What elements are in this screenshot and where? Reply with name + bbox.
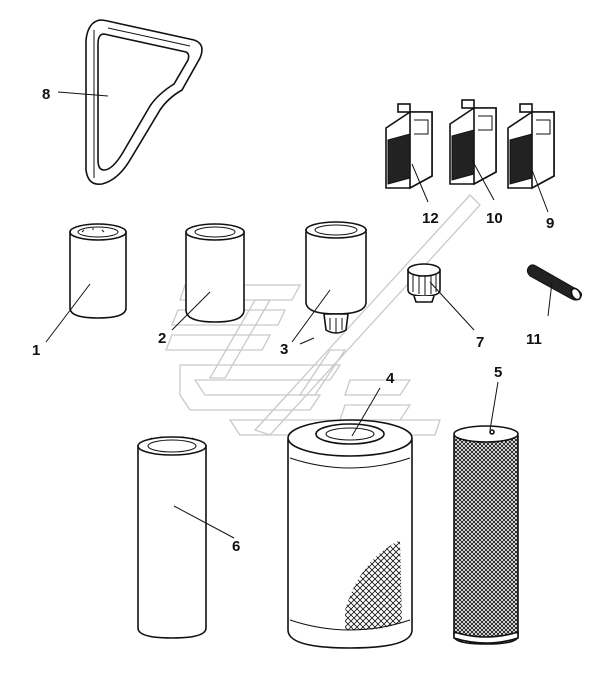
part-canister-12 [385, 103, 433, 190]
part-filter-6 [137, 436, 207, 639]
callout-7: 7 [476, 334, 484, 351]
callout-10: 10 [486, 210, 503, 227]
part-canister-10 [449, 99, 497, 186]
part-belt [85, 19, 203, 186]
callout-5: 5 [494, 364, 502, 381]
part-air-filter [287, 419, 413, 649]
leader-lines [45, 91, 553, 539]
part-plug [407, 263, 441, 303]
part-pin [526, 264, 583, 301]
callout-6: 6 [232, 538, 240, 555]
callouts: 8 1 2 3 4 5 6 7 9 10 11 12 [32, 86, 554, 555]
callout-12: 12 [422, 210, 439, 227]
callout-4: 4 [386, 370, 395, 387]
part-safety-filter [453, 425, 519, 645]
part-canister-9 [507, 103, 555, 190]
watermark-logo [165, 194, 481, 436]
part-filter-3 [305, 221, 367, 334]
callout-1: 1 [32, 342, 40, 359]
callout-8: 8 [42, 86, 50, 103]
callout-11: 11 [526, 331, 542, 348]
callout-9: 9 [546, 215, 554, 232]
part-filter-1 [69, 223, 127, 319]
callout-3: 3 [280, 341, 288, 358]
callout-2: 2 [158, 330, 166, 347]
